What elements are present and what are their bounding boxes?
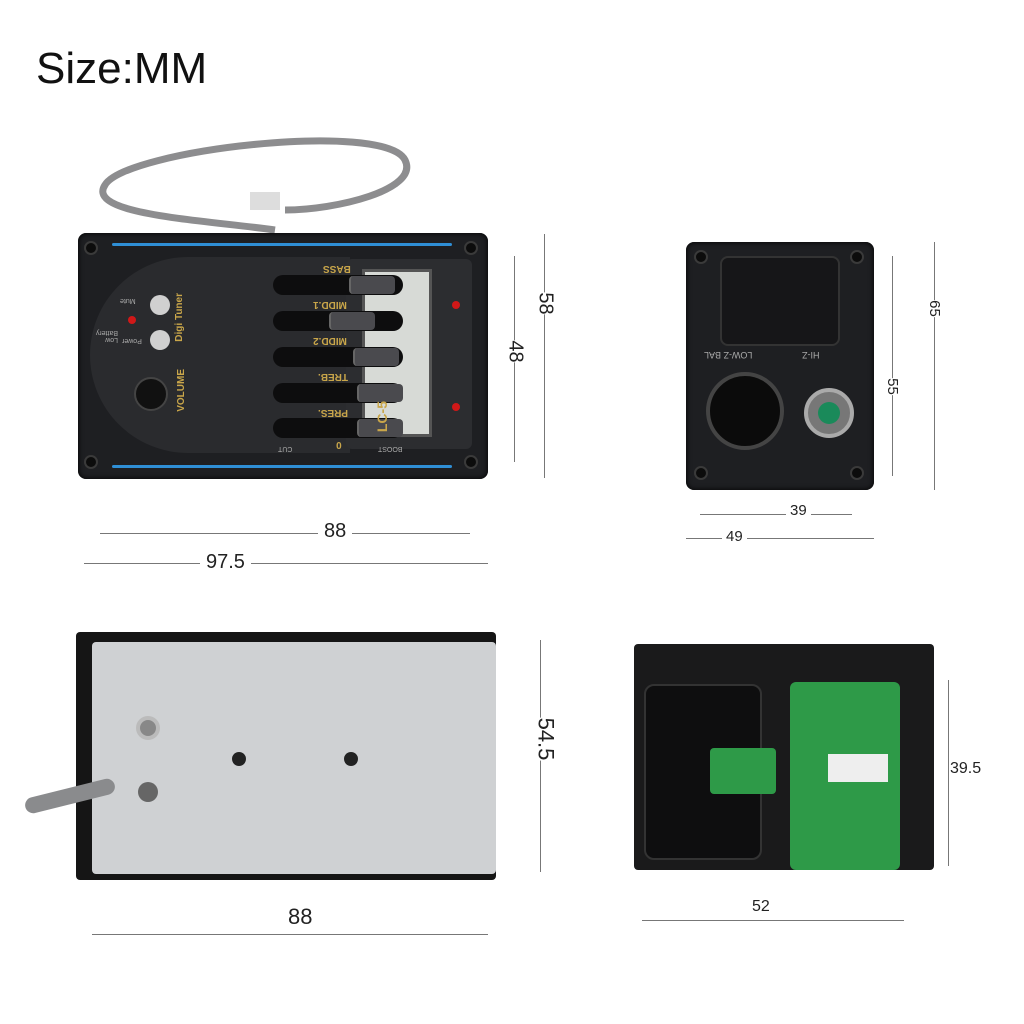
- dim-jack-outer-height: 65: [925, 300, 943, 317]
- mute-label: Mute: [120, 297, 136, 304]
- midd2-label: MIDD.2: [313, 335, 347, 346]
- pcb-board: [790, 682, 900, 870]
- battery-cover: [720, 256, 840, 346]
- model-label: LC-5: [374, 401, 390, 433]
- dim-outer-width: 97.5: [200, 551, 251, 574]
- power-button: [150, 330, 170, 350]
- treb-label: TREB.: [318, 371, 348, 382]
- dim-inner-height: 48: [503, 340, 527, 363]
- low-battery-label: Low Battery: [95, 329, 118, 343]
- cable-icon: [99, 137, 411, 234]
- hi-z-label: HI-Z: [802, 350, 820, 360]
- low-z-label: LOW-Z BAL: [704, 350, 753, 360]
- dim-jack-inner-height: 55: [883, 378, 901, 395]
- dim-battery-width: 52: [748, 898, 774, 916]
- low-battery-led: [128, 316, 136, 324]
- boost-label: BOOST: [378, 445, 403, 452]
- size-unit-title: Size:MM: [36, 44, 208, 93]
- dim-outer-height: 58: [533, 292, 557, 315]
- volume-knob: [134, 377, 168, 411]
- bass-label: BASS: [323, 263, 351, 274]
- quarter-inch-jack: [804, 388, 854, 438]
- dim-battery-height: 39.5: [950, 760, 982, 778]
- back-plate: [92, 642, 496, 874]
- dim-jack-outer-width: 49: [722, 528, 747, 545]
- volume-label: VOLUME: [176, 369, 187, 412]
- xlr-jack: [706, 372, 784, 450]
- cut-label: CUT: [278, 445, 293, 452]
- tuner-label: Digi Tuner: [174, 293, 185, 342]
- dim-jack-inner-width: 39: [786, 502, 811, 519]
- jack-panel: LOW-Z BAL HI-Z: [686, 242, 874, 490]
- dim-inner-width: 88: [318, 520, 353, 543]
- midd1-label: MIDD.1: [313, 299, 347, 310]
- zero-label: 0: [336, 439, 342, 450]
- mute-button: [150, 295, 170, 315]
- power-label: Power: [122, 337, 142, 344]
- dim-back-width: 88: [282, 904, 319, 930]
- dim-back-height: 54.5: [532, 717, 559, 761]
- pres-label: PRES.: [318, 407, 349, 418]
